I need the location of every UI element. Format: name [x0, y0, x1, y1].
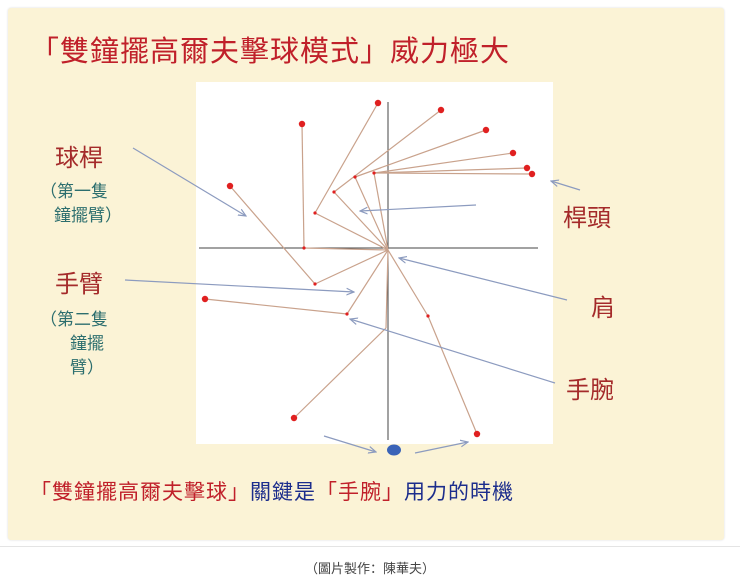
- club-head-dot: [298, 120, 306, 128]
- diagram-panel: [196, 82, 553, 444]
- wrist-dot: [313, 282, 317, 286]
- ball-left-arrow: [323, 435, 376, 452]
- divider: [0, 546, 740, 547]
- arm-line-7: [346, 249, 389, 315]
- club-head-dot: [290, 414, 298, 422]
- wrist-pointer-arrow: [350, 319, 556, 384]
- club-line-10: [293, 327, 387, 419]
- arm-line-8: [385, 249, 389, 329]
- club-line-3: [333, 109, 442, 193]
- club-head-dot: [473, 430, 481, 438]
- arm-note-line: 鐘擺: [70, 334, 104, 354]
- club-head-dot: [201, 295, 209, 303]
- arm-line-1: [303, 247, 389, 251]
- club-head-label: 桿頭: [563, 204, 611, 232]
- club-head-dot: [528, 170, 536, 178]
- club-line-4: [354, 129, 487, 178]
- club-line-7: [373, 172, 533, 175]
- arm-line-5: [373, 172, 389, 251]
- arm-line-2: [314, 212, 389, 251]
- club-head-dot: [226, 182, 234, 190]
- club-note: （第一隻 鐘擺臂）: [40, 180, 122, 228]
- arm-line-9: [387, 249, 429, 317]
- club-line-6: [373, 167, 528, 174]
- club-pointer-arrow: [132, 147, 246, 216]
- caption-part: 關鍵是: [250, 480, 316, 504]
- wrist-dot: [332, 190, 336, 194]
- club-line-1: [301, 123, 305, 249]
- arm-pointer-arrow: [124, 279, 354, 292]
- club-note-line: （第一隻: [40, 182, 108, 202]
- caption-part: 「雙鐘擺高爾夫擊球」: [30, 480, 250, 504]
- image-credit: （圖片製作：陳華夫）: [304, 562, 435, 577]
- inner-pointer-arrow: [360, 204, 477, 211]
- arm-note-line: （第二隻: [40, 310, 108, 330]
- wrist-dot: [313, 211, 317, 215]
- shoulder-pointer-arrow: [399, 258, 568, 301]
- club-note-line: 鐘擺臂）: [54, 206, 122, 226]
- club-label: 球桿: [55, 144, 103, 172]
- caption-part: 「手腕」: [316, 480, 404, 504]
- club-line-9: [204, 298, 348, 315]
- club-head-dot: [482, 126, 490, 134]
- club-head-dot: [374, 99, 382, 107]
- wrist-dot: [372, 171, 376, 175]
- club-line-2: [314, 102, 379, 214]
- arm-note-line: 臂）: [70, 358, 104, 378]
- club-head-dot: [523, 164, 531, 172]
- wrist-dot: [353, 175, 357, 179]
- arm-line-4: [354, 176, 389, 251]
- arm-label: 手臂: [55, 270, 103, 298]
- shoulder-label: 肩: [591, 294, 615, 322]
- slide-title: 「雙鐘擺高爾夫擊球模式」威力極大: [30, 34, 511, 68]
- wrist-dot: [302, 246, 306, 250]
- ball-right-arrow: [414, 442, 468, 454]
- arm-line-3: [333, 191, 389, 251]
- club-line-8: [229, 185, 316, 285]
- golf-ball: [387, 444, 401, 456]
- club-head-dot: [509, 149, 517, 157]
- arm-note: （第二隻 鐘擺 臂）: [40, 308, 108, 380]
- arm-line-6: [314, 249, 389, 285]
- club-head-pointer-arrow: [551, 181, 581, 191]
- club-head-dot: [437, 106, 445, 114]
- wrist-dot: [426, 314, 430, 318]
- club-line-11: [427, 315, 478, 435]
- club-line-5: [373, 152, 514, 174]
- caption: 「雙鐘擺高爾夫擊球」關鍵是「手腕」用力的時機: [30, 476, 514, 506]
- wrist-dot: [345, 312, 349, 316]
- caption-part: 用力的時機: [404, 480, 514, 504]
- wrist-label: 手腕: [566, 376, 614, 404]
